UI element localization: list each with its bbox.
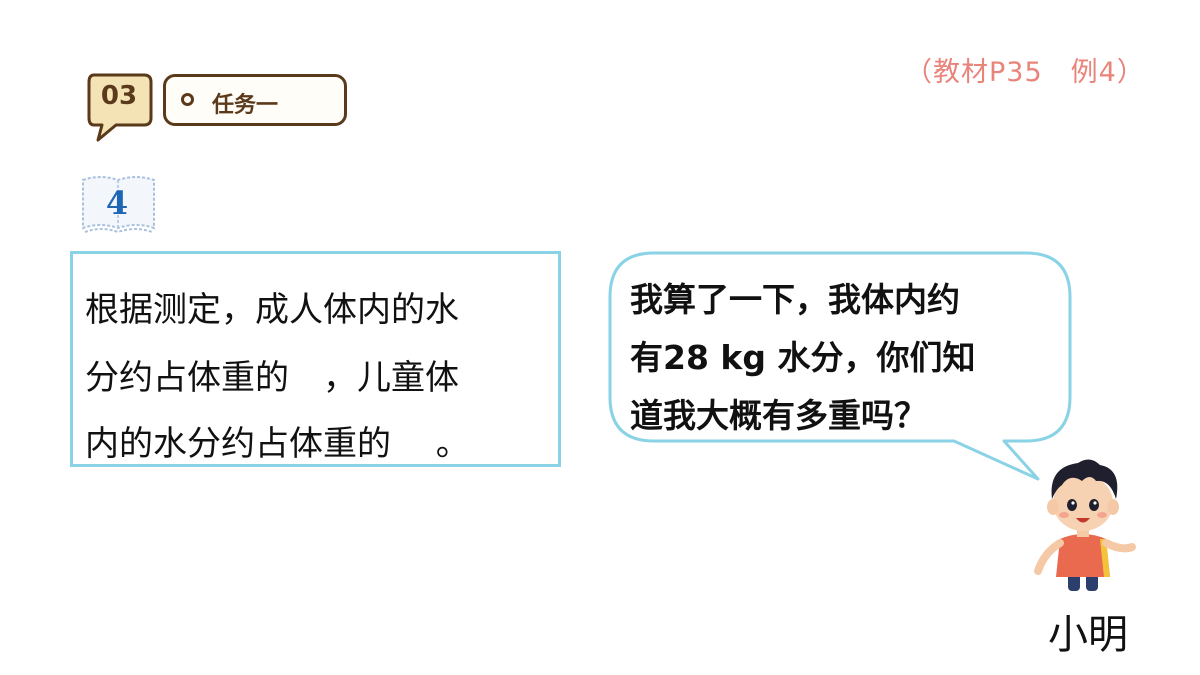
- character-name: 小明: [1048, 612, 1128, 658]
- example-number: 4: [105, 184, 129, 222]
- problem-line-3: 内的水分约占体重的 。: [85, 424, 470, 464]
- speech-line-1: 我算了一下，我体内约: [630, 280, 960, 319]
- task-label: 任务一: [212, 93, 279, 118]
- speech-badge-shape: [87, 73, 153, 142]
- problem-line-2: 分约占体重的 ，儿童体: [85, 358, 459, 398]
- problem-line-1: 根据测定，成人体内的水: [85, 290, 459, 330]
- example-number-icon: 4: [80, 174, 158, 236]
- speech-bubble-shape: [608, 251, 1072, 481]
- speech-line-2: 有28 kg 水分，你们知: [630, 338, 976, 377]
- speech-bubble: 我算了一下，我体内约 有28 kg 水分，你们知 道我大概有多重吗？: [608, 251, 1078, 483]
- speech-line-3: 道我大概有多重吗？: [630, 396, 927, 435]
- textbook-reference: （教材P35 例4）: [905, 57, 1145, 88]
- circle-bullet-icon: [181, 93, 194, 106]
- open-book-icon: [82, 176, 155, 234]
- section-number-badge: 03: [86, 72, 156, 144]
- task-tab[interactable]: 任务一: [163, 74, 347, 126]
- section-number: 03: [100, 81, 138, 111]
- problem-box: 根据测定，成人体内的水 分约占体重的 ，儿童体 内的水分约占体重的 。: [70, 251, 561, 467]
- boy-character-illustration: [1030, 455, 1140, 595]
- boy-character-icon: [1034, 459, 1136, 591]
